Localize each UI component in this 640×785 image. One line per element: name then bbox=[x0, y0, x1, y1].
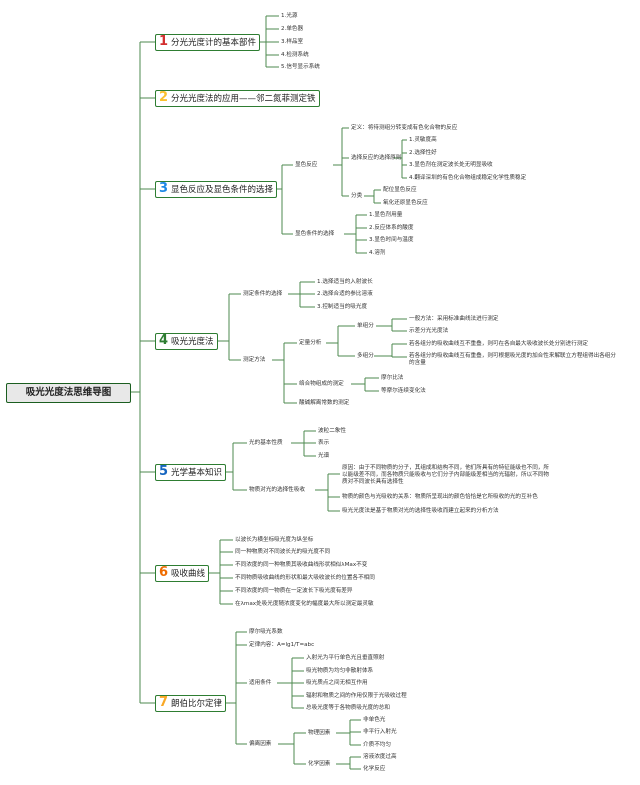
b5-l1-item: 波粒二象性 bbox=[318, 428, 346, 434]
b7-phys-item: 非平行入射光 bbox=[363, 729, 397, 735]
branch-7-title: 朗伯比尔定律 bbox=[171, 699, 223, 709]
b4-c1-item: 3.控制适当的吸光度 bbox=[317, 304, 368, 310]
b4-c1-item: 2.选择合适的参比溶液 bbox=[317, 291, 373, 297]
b3-cond-item: 3.显色时间与温度 bbox=[369, 237, 414, 243]
b7-cond-item: 吸光质点之间无相互作用 bbox=[306, 680, 368, 686]
b4-quantitative: 定量分析 bbox=[299, 340, 322, 346]
b7-deviation: 偏离因素 bbox=[249, 741, 272, 747]
branch-4-title: 吸光光度法 bbox=[171, 337, 214, 347]
b4-c1-item: 1.选择适当的入射波长 bbox=[317, 279, 373, 285]
branch-6-number: 6 bbox=[159, 565, 169, 580]
b5-light-nature: 光的基本性质 bbox=[249, 440, 283, 446]
b3-cond-item: 2.反应体系的酸度 bbox=[369, 225, 414, 231]
b4-m-item: 摩尔比法 bbox=[381, 375, 404, 381]
branch-5-title: 光学基本知识 bbox=[171, 468, 223, 478]
b1-item: 2.单色器 bbox=[281, 26, 304, 32]
b6-item: 在λmax处吸光度随浓度变化的幅度最大所以测定最灵敏 bbox=[235, 601, 374, 607]
b6-item: 以波长为横坐标吸光度为纵坐标 bbox=[235, 537, 314, 543]
b4-acid-base: 酸碱解离常数的测定 bbox=[299, 400, 350, 406]
b3-selection-principle: 选择反应的选择原则 bbox=[351, 155, 402, 161]
branch-2-title: 分光光度法的应用——邻二氮菲测定铁 bbox=[171, 94, 316, 104]
branch-4-number: 4 bbox=[159, 333, 169, 348]
b7-physical: 物理因素 bbox=[308, 730, 331, 736]
b6-item: 不同物质吸收曲线的形状和最大吸收波长的位置各不相同 bbox=[235, 575, 375, 581]
b5-selective-absorption: 物质对光的选择性吸收 bbox=[249, 487, 305, 493]
branch-1-title: 分光光度计的基本部件 bbox=[171, 38, 257, 48]
b4-complex: 络合物组成的测定 bbox=[299, 381, 344, 387]
b3-sel-item: 3.显色剂在测定波长处无明显吸收 bbox=[409, 162, 493, 168]
b4-condition: 测定条件的选择 bbox=[243, 291, 283, 297]
b3-cond-item: 1.显色剂用量 bbox=[369, 212, 403, 218]
b4-q2-item: 若各组分的吸收曲线互不重叠，则可在各自最大吸收波长处分别进行测定 bbox=[409, 341, 589, 347]
b7-molar-coef: 摩尔吸光系数 bbox=[249, 629, 283, 635]
b3-condition: 显色条件的选择 bbox=[295, 231, 335, 237]
b5-l2-item: 原因：由于不同物质的分子，其组成和结构不同，他们所具有的特征能级也不同，所以能级… bbox=[342, 465, 549, 485]
b4-q1-item: 示差分光光度法 bbox=[409, 328, 449, 334]
b3-cond-item: 4.溶剂 bbox=[369, 250, 386, 256]
b3-color-reaction: 显色反应 bbox=[295, 162, 318, 168]
b6-item: 不同浓度的同一物质在一定波长下吸光度有差异 bbox=[235, 588, 353, 594]
b5-l1-item: 光谱 bbox=[318, 453, 330, 459]
b7-law: 定律内容：A=lg1/T=abc bbox=[249, 642, 315, 648]
b6-item: 不同浓度的同一种物质其吸收曲线形状相似λMax不变 bbox=[235, 562, 368, 568]
b7-phys-item: 非单色光 bbox=[363, 717, 386, 723]
branch-5-number: 5 bbox=[159, 464, 169, 479]
b7-conditions: 适用条件 bbox=[249, 680, 272, 686]
b7-chem-item: 化学反应 bbox=[363, 766, 386, 772]
b3-cls-item: 氧化还原显色反应 bbox=[383, 200, 428, 206]
b1-item: 4.检测系统 bbox=[281, 52, 309, 58]
b4-m-item: 等摩尔连续变化法 bbox=[381, 388, 426, 394]
b5-l2-item: 吸光光度法是基于物质对光的选择性吸收而建立起来的分析方法 bbox=[342, 508, 499, 514]
b7-cond-item: 吸光物质为均匀非散射体系 bbox=[306, 668, 374, 674]
b4-q2-item: 若各组分的吸收曲线互有重叠，则可根据吸光度的加合性来解联立方程组得出各组分的含量 bbox=[409, 353, 616, 366]
b3-classification: 分类 bbox=[351, 193, 363, 199]
root-node[interactable]: 吸光光度法思维导图 bbox=[6, 383, 131, 403]
b3-sel-item: 2.选择性好 bbox=[409, 150, 437, 156]
branch-2-number: 2 bbox=[159, 90, 169, 105]
b4-q1-item: 一般方法：采用标准曲线法进行测定 bbox=[409, 316, 499, 322]
b4-multi: 多组分 bbox=[357, 353, 374, 359]
b1-item: 3.样品室 bbox=[281, 39, 304, 45]
b5-l2-item: 物质的颜色与光吸收的关系：物质所呈现出的颜色恰恰是它所吸收的光的互补色 bbox=[342, 494, 538, 500]
b5-l1-item: 表示 bbox=[318, 440, 330, 446]
b7-chem-item: 溶液浓度过高 bbox=[363, 754, 397, 760]
b1-item: 1.光源 bbox=[281, 13, 298, 19]
b6-item: 同一种物质对不同波长光的吸光度不同 bbox=[235, 549, 331, 555]
b7-cond-item: 入射光为平行单色光且垂直照射 bbox=[306, 655, 385, 661]
b3-definition: 定义：将待测组分转变成有色化合物的反应 bbox=[351, 125, 458, 131]
b3-sel-item: 1.灵敏度高 bbox=[409, 137, 437, 143]
b3-cls-item: 配位显色反应 bbox=[383, 187, 417, 193]
b4-method: 测定方法 bbox=[243, 357, 266, 363]
branch-1-number: 1 bbox=[159, 34, 169, 49]
branch-3-title: 显色反应及显色条件的选择 bbox=[171, 185, 274, 195]
b7-cond-item: 总吸光度等于各物质吸光度的总和 bbox=[306, 705, 390, 711]
b7-cond-item: 辐射和物质之间的作用仅限于光吸收过程 bbox=[306, 693, 407, 699]
branch-6-title: 吸收曲线 bbox=[171, 569, 206, 579]
b1-item: 5.信号显示系统 bbox=[281, 64, 320, 70]
branch-3-number: 3 bbox=[159, 181, 169, 196]
branch-7-number: 7 bbox=[159, 695, 169, 710]
b7-phys-item: 介质不均匀 bbox=[363, 742, 391, 748]
b7-chemical: 化学因素 bbox=[308, 761, 331, 767]
b3-sel-item: 4.翻译深圳的有色化合物组成稳定化学性质稳定 bbox=[409, 175, 527, 181]
b4-single: 单组分 bbox=[357, 323, 374, 329]
